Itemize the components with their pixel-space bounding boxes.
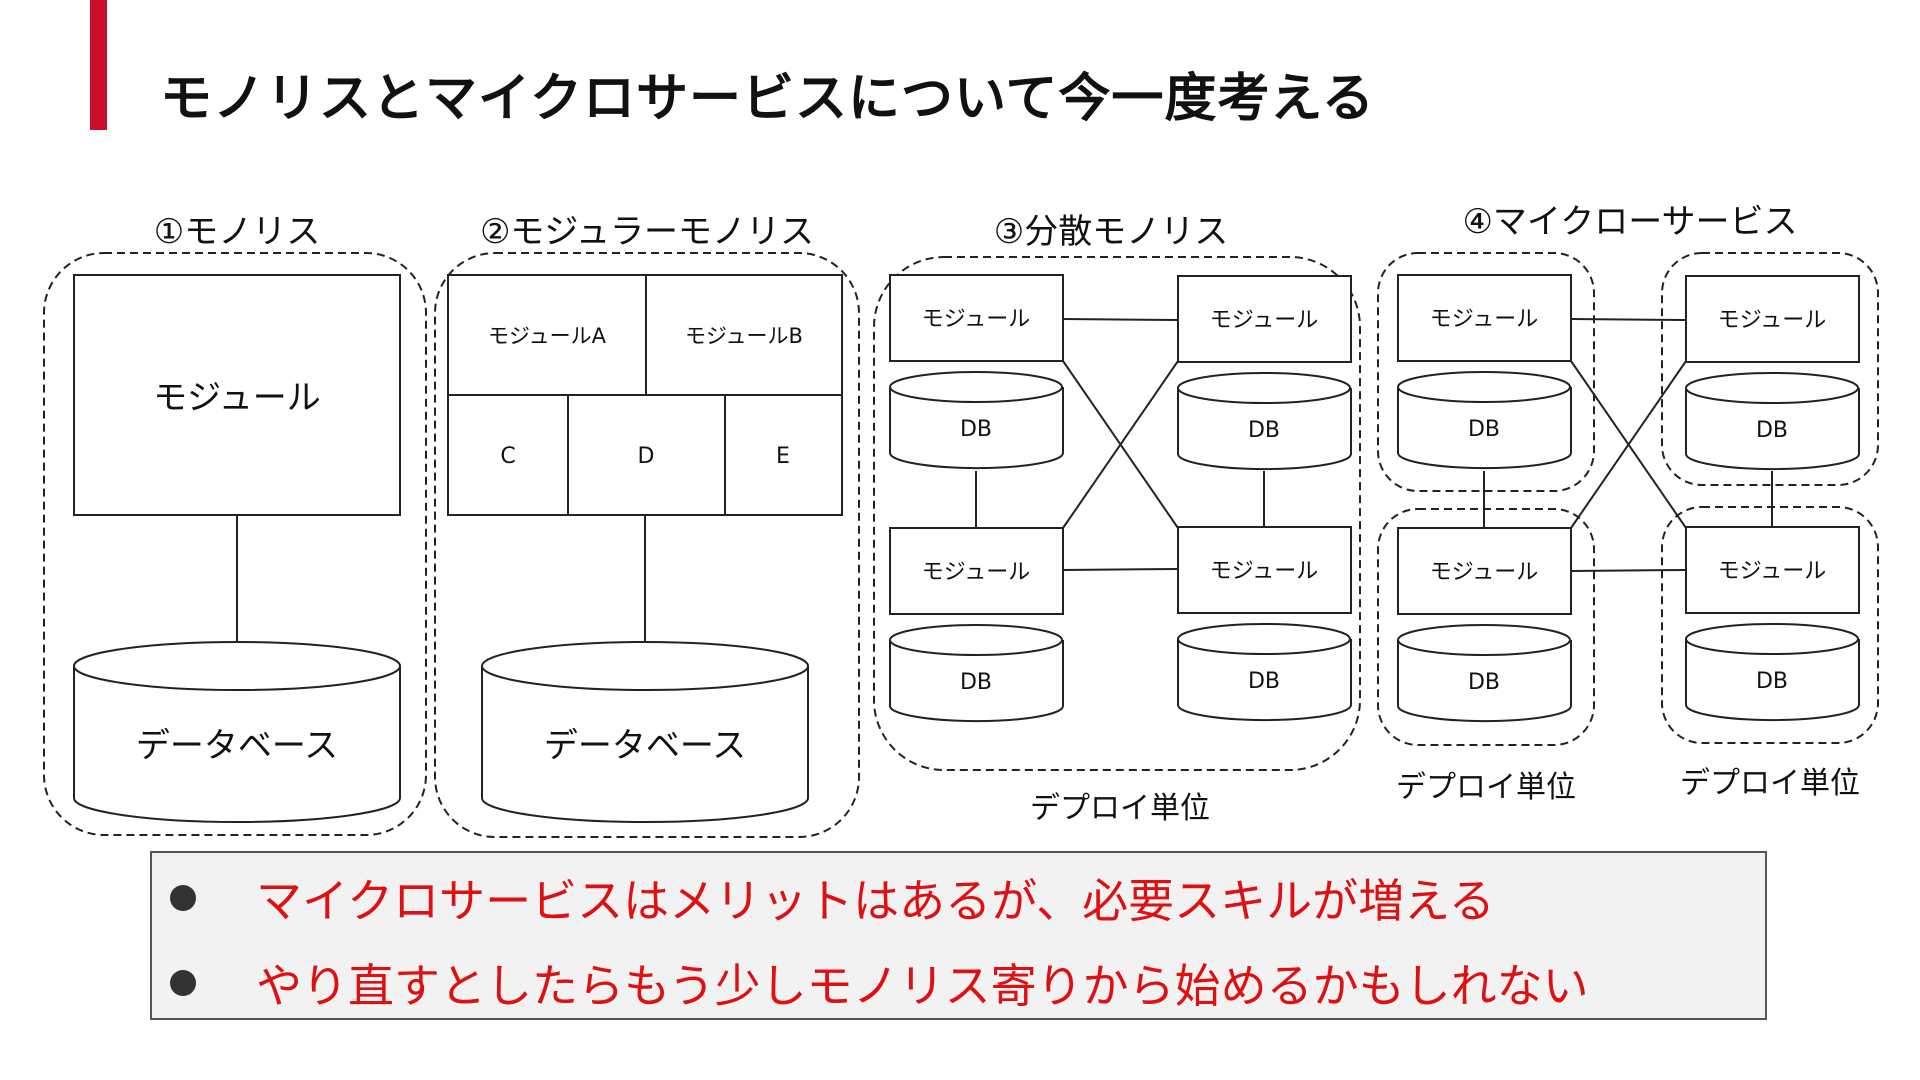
db-label: DB <box>1756 669 1788 694</box>
modular-monolith-modules <box>447 274 843 516</box>
modular-monolith-label: ②モジュラーモノリス <box>480 212 814 252</box>
module-label: モジュール <box>922 307 1030 332</box>
monolith-database <box>73 641 401 823</box>
modular-monolith-boundary <box>434 252 860 838</box>
microservice-deploy-unit-label: デプロイ単位 <box>1396 770 1576 805</box>
module-d-label: D <box>638 444 655 469</box>
microservices-links <box>1483 318 1773 572</box>
service-node <box>889 527 1064 723</box>
module-label: モジュール <box>1718 559 1826 584</box>
monolith-boundary <box>43 252 427 836</box>
module-label: モジュール <box>1718 308 1826 333</box>
monolith-database-label: データベース <box>136 726 338 766</box>
service-node <box>1685 526 1860 722</box>
accent-bar <box>90 0 107 130</box>
module-label: モジュール <box>922 560 1030 585</box>
service-node <box>889 274 1064 470</box>
monolith-module-label: モジュール <box>153 378 321 418</box>
note-text: やり直すとしたらもう少しモノリス寄りから始めるかもしれない <box>256 959 1589 1013</box>
service-node <box>1397 274 1572 470</box>
distributed-monolith-links <box>975 318 1265 571</box>
db-label: DB <box>960 417 992 442</box>
db-label: DB <box>1468 670 1500 695</box>
bullet-icon <box>170 885 196 911</box>
db-label: DB <box>960 670 992 695</box>
note-item: やり直すとしたらもう少しモノリス寄りから始めるかもしれない <box>152 943 1765 1023</box>
service-node <box>1177 526 1352 722</box>
note-text: マイクロサービスはメリットはあるが、必要スキルが増える <box>256 874 1495 928</box>
db-label: DB <box>1248 418 1280 443</box>
architecture-diagram: ①モノリス モジュール データベース ②モジュラーモノリス モジュールA モジュ… <box>43 202 1879 838</box>
module-label: モジュール <box>1210 559 1318 584</box>
module-label: モジュール <box>1210 308 1318 333</box>
microservices-nodes <box>1397 274 1860 723</box>
module-a-label: モジュールA <box>488 324 607 348</box>
module-e-label: E <box>776 444 790 469</box>
distributed-monolith-nodes <box>889 274 1352 723</box>
distributed-monolith-boundary <box>873 256 1361 771</box>
slide-title: モノリスとマイクロサービスについて今一度考える <box>160 69 1375 129</box>
module-label: モジュール <box>1430 560 1538 585</box>
db-label: DB <box>1468 417 1500 442</box>
modular-monolith-database-label: データベース <box>544 726 746 766</box>
service-node <box>1685 275 1860 471</box>
microservice-deploy-unit-label: デプロイ単位 <box>1680 766 1860 801</box>
module-b-label: モジュールB <box>685 324 803 348</box>
service-node <box>1177 275 1352 471</box>
bullet-icon <box>170 970 196 996</box>
microservices-label: ④マイクローサービス <box>1462 202 1797 242</box>
note-item: マイクロサービスはメリットはあるが、必要スキルが増える <box>152 858 1765 938</box>
service-node <box>1397 527 1572 723</box>
distributed-monolith-label: ③分散モノリス <box>994 212 1228 252</box>
distributed-deploy-unit-label: デプロイ単位 <box>1030 791 1210 826</box>
db-label: DB <box>1756 418 1788 443</box>
module-label: モジュール <box>1430 307 1538 332</box>
monolith-label: ①モノリス <box>154 212 320 252</box>
module-c-label: C <box>500 444 515 469</box>
db-label: DB <box>1248 669 1280 694</box>
microservice-boundaries <box>1377 252 1879 746</box>
notes-box: マイクロサービスはメリットはあるが、必要スキルが増える やり直すとしたらもう少し… <box>150 851 1767 1020</box>
modular-monolith-database <box>481 641 809 823</box>
